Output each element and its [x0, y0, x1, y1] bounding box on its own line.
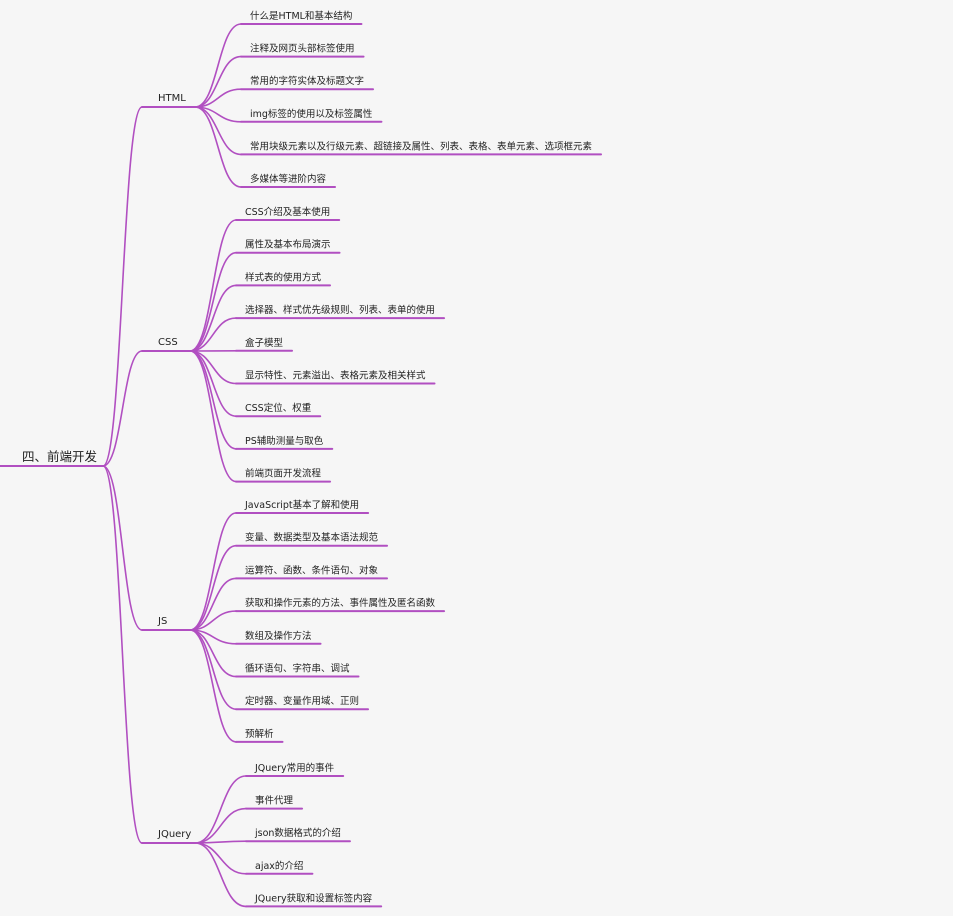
- branch-to-leaf-connector: [189, 219, 237, 352]
- root-to-branch-connector: [102, 465, 143, 631]
- branch-node-0-label: HTML: [158, 93, 186, 104]
- leaf-node-label: 盒子模型: [245, 337, 284, 349]
- branch-to-leaf-connector: [189, 350, 237, 417]
- branch-to-leaf-connector: [194, 23, 242, 108]
- leaf-node-label: 运算符、函数、条件语句、对象: [245, 564, 379, 576]
- leaf-node-label: 样式表的使用方式: [245, 271, 322, 283]
- branch-to-leaf-connector: [189, 544, 237, 631]
- node-layer: 四、前端开发 HTML 什么是HTML和基本结构注释及网页头部标签使用常用的字符实体…: [0, 10, 603, 908]
- leaf-node-label: JavaScript基本了解和使用: [244, 499, 359, 511]
- branch-to-leaf-connector: [189, 629, 237, 710]
- leaf-node-label: 注释及网页头部标签使用: [250, 43, 355, 55]
- leaf-node-label: JQuery获取和设置标签内容: [254, 892, 373, 904]
- leaf-node-label: 前端页面开发流程: [245, 468, 322, 480]
- leaf-node-label: PS辅助测量与取色: [245, 435, 324, 447]
- branch-to-leaf-connector: [194, 807, 247, 844]
- leaf-node-label: 多媒体等进阶内容: [250, 173, 327, 185]
- leaf-node-label: 预解析: [245, 728, 274, 740]
- branch-to-leaf-connector: [189, 317, 237, 352]
- branch-to-leaf-connector: [189, 251, 237, 352]
- connector-layer: [102, 23, 247, 908]
- branch-to-leaf-connector: [189, 610, 237, 631]
- leaf-node-label: CSS定位、权重: [245, 402, 312, 414]
- branch-to-leaf-connector: [194, 106, 242, 188]
- leaf-node-label: JQuery常用的事件: [254, 762, 335, 774]
- leaf-node-label: 显示特性、元素溢出、表格元素及相关样式: [245, 370, 426, 382]
- branch-node-1-label: CSS: [158, 337, 178, 348]
- leaf-node-label: 定时器、变量作用域、正则: [245, 695, 359, 707]
- branch-to-leaf-connector: [194, 842, 247, 908]
- branch-to-leaf-connector: [194, 842, 247, 875]
- root-to-branch-connector: [102, 350, 143, 467]
- branch-to-leaf-connector: [189, 350, 237, 450]
- leaf-node-label: 获取和操作元素的方法、事件属性及匿名函数: [245, 597, 436, 609]
- leaf-node-label: 常用的字符实体及标题文字: [250, 75, 364, 87]
- leaf-node-label: 事件代理: [255, 795, 294, 807]
- leaf-node-label: ajax的介绍: [255, 860, 303, 872]
- branch-to-leaf-connector: [189, 284, 237, 352]
- branch-to-leaf-connector: [189, 512, 237, 631]
- leaf-node-label: 数组及操作方法: [245, 630, 312, 642]
- leaf-node-label: 常用块级元素以及行级元素、超链接及属性、列表、表格、表单元素、选项框元素: [250, 140, 593, 152]
- leaf-node-label: 循环语句、字符串、调试: [245, 663, 350, 675]
- leaf-node-label: CSS介绍及基本使用: [245, 206, 330, 218]
- branch-to-leaf-connector: [189, 350, 237, 483]
- leaf-node-label: 变量、数据类型及基本语法规范: [245, 532, 379, 544]
- branch-to-leaf-connector: [189, 629, 237, 743]
- leaf-node-label: json数据格式的介绍: [254, 827, 341, 839]
- branch-node-2-label: JS: [157, 616, 167, 627]
- leaf-node-label: 选择器、样式优先级规则、列表、表单的使用: [245, 304, 435, 316]
- root-node-label: 四、前端开发: [22, 449, 98, 464]
- leaf-node-label: 属性及基本布局演示: [245, 239, 331, 251]
- branch-to-leaf-connector: [189, 577, 237, 631]
- leaf-node-label: img标签的使用以及标签属性: [250, 108, 373, 120]
- root-to-branch-connector: [102, 465, 143, 844]
- branch-node-3-label: JQuery: [157, 829, 191, 840]
- root-to-branch-connector: [102, 106, 143, 467]
- branch-to-leaf-connector: [194, 55, 242, 108]
- branch-to-leaf-connector: [194, 775, 247, 844]
- leaf-node-label: 什么是HTML和基本结构: [250, 10, 352, 22]
